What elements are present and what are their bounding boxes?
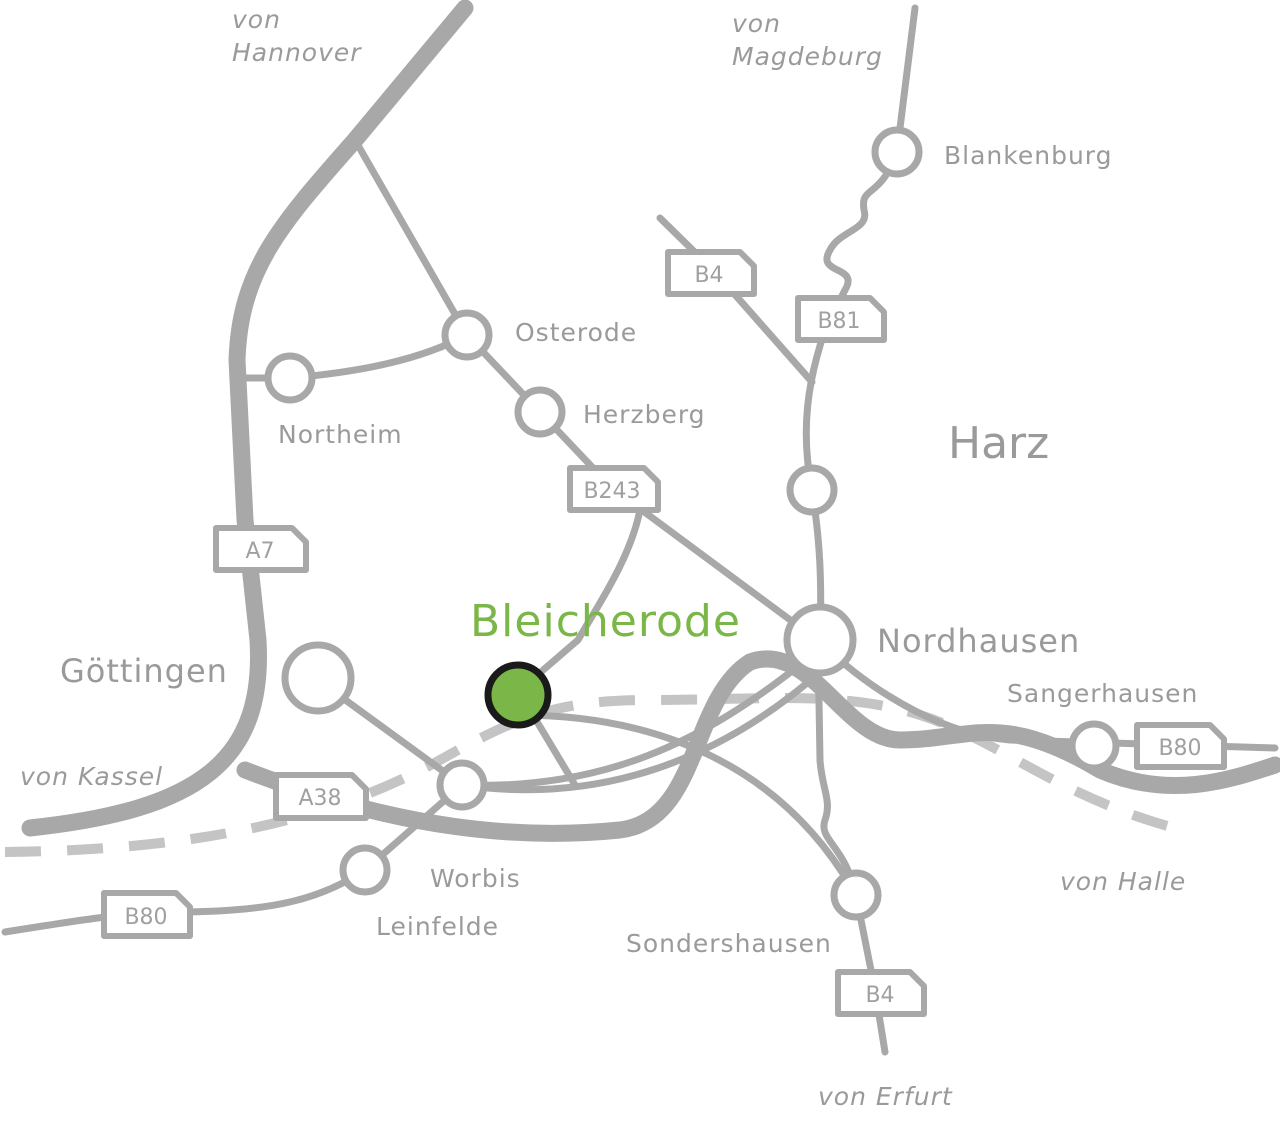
label-blankenburg: Blankenburg — [944, 141, 1113, 170]
direction-magdeburg-line2: Magdeburg — [732, 42, 883, 71]
shield-a38: A38 — [273, 772, 369, 821]
road-b243-bleicherode — [516, 506, 644, 694]
shield-a7: A7 — [213, 525, 309, 573]
direction-hannover-line2: Hannover — [232, 38, 362, 67]
svg-text:B80: B80 — [124, 905, 167, 930]
svg-text:A38: A38 — [298, 786, 341, 811]
direction-hannover-line1: von — [232, 5, 281, 34]
town-marker-northeim — [264, 352, 316, 404]
direction-magdeburg-line1: von — [732, 9, 781, 38]
direction-erfurt: von Erfurt — [818, 1082, 953, 1111]
shield-b81: B81 — [795, 295, 887, 343]
town-marker-sangerhausen — [1068, 720, 1120, 772]
road-worbis-nordhausen-b — [458, 656, 810, 789]
label-herzberg: Herzberg — [583, 400, 706, 429]
railway-line — [4, 693, 1192, 857]
shield-b80-west: B80 — [101, 890, 193, 939]
town-marker-worbis — [436, 759, 488, 811]
town-marker-herzberg — [514, 386, 566, 438]
town-marker-osterode — [441, 309, 493, 361]
road-b81 — [802, 4, 919, 646]
label-goettingen: Göttingen — [60, 652, 228, 690]
town-marker-goettingen — [281, 641, 355, 715]
shield-b4-north: B4 — [665, 249, 757, 297]
town-marker-harz-junction — [786, 464, 838, 516]
shield-b4-south: B4 — [835, 969, 927, 1017]
svg-text:B243: B243 — [583, 479, 640, 504]
label-sondershausen: Sondershausen — [626, 929, 832, 958]
svg-text:A7: A7 — [245, 539, 274, 564]
road-b243-nordhausen — [608, 484, 824, 646]
label-leinfelde: Leinfelde — [376, 912, 499, 941]
direction-halle: von Halle — [1060, 867, 1186, 896]
road-a7-osterode — [351, 136, 471, 339]
direction-kassel: von Kassel — [20, 762, 163, 791]
label-osterode: Osterode — [515, 318, 637, 347]
svg-text:B4: B4 — [865, 983, 894, 1008]
destination-label: Bleicherode — [470, 596, 741, 647]
shield-b243: B243 — [567, 465, 661, 513]
town-marker-blankenburg — [871, 126, 923, 178]
town-marker-nordhausen — [783, 603, 857, 677]
road-worbis-nordhausen-a — [458, 668, 824, 794]
town-marker-leinfelde — [339, 844, 391, 896]
destination-marker — [484, 661, 552, 729]
label-sangerhausen: Sangerhausen — [1007, 679, 1198, 708]
a7-motorway — [21, 0, 474, 837]
label-nordhausen: Nordhausen — [877, 622, 1080, 660]
shield-b80-east: B80 — [1134, 722, 1227, 770]
label-worbis: Worbis — [430, 864, 521, 893]
label-northeim: Northeim — [278, 420, 403, 449]
svg-text:B80: B80 — [1158, 736, 1201, 761]
road-b4-north — [656, 214, 816, 386]
region-label-harz: Harz — [948, 418, 1049, 469]
svg-text:B4: B4 — [694, 263, 723, 288]
town-marker-sondershausen — [830, 869, 882, 921]
svg-text:B81: B81 — [817, 309, 860, 334]
road-bleicherode-sondershausen — [514, 711, 860, 899]
